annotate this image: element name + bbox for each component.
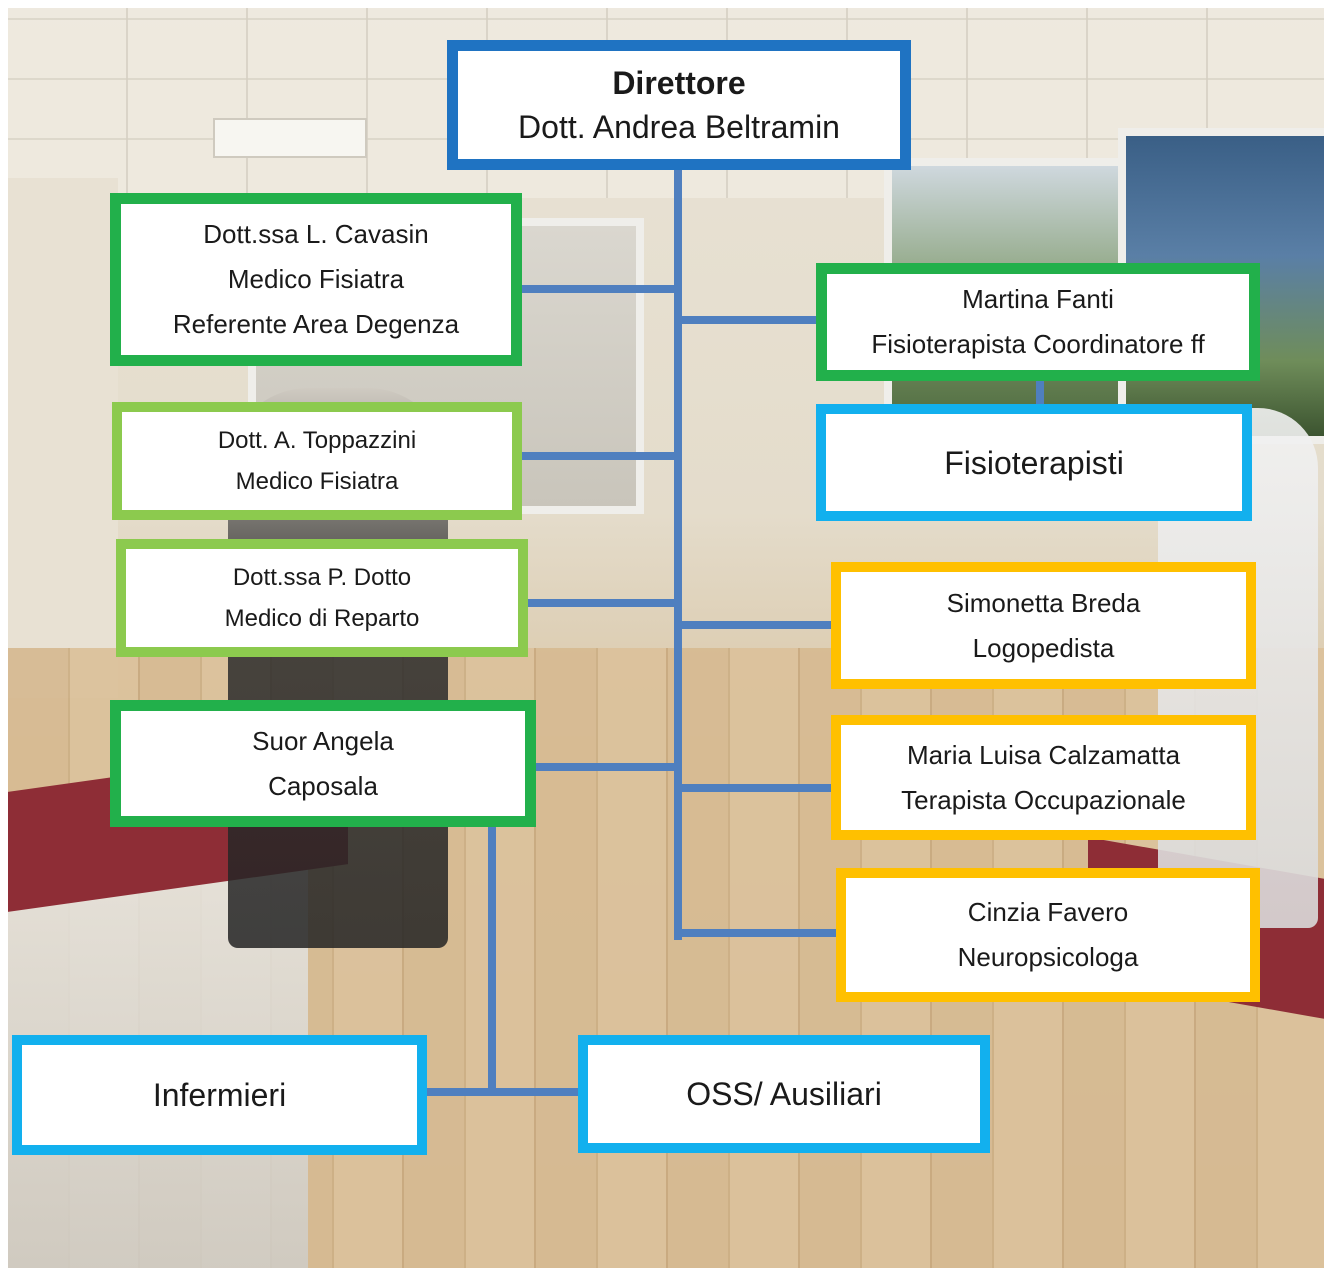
staff-name: Dott.ssa L. Cavasin bbox=[203, 219, 429, 249]
staff-name: Dott.ssa P. Dotto bbox=[232, 564, 412, 591]
director-title: Direttore bbox=[612, 65, 746, 101]
staff-name: Dott. A. Toppazzini bbox=[217, 427, 417, 454]
connector-coordinator-team bbox=[1036, 375, 1044, 407]
connector-left-4 bbox=[524, 763, 676, 771]
staff-name: Simonetta Breda bbox=[946, 587, 1141, 618]
connector-caposala-down bbox=[488, 822, 496, 1092]
staff-box-dotto: Dott.ssa P. Dotto Medico di Reparto bbox=[116, 539, 528, 657]
connector-left-3 bbox=[526, 599, 676, 607]
team-label: Fisioterapisti bbox=[944, 444, 1124, 481]
connector-right-5 bbox=[680, 929, 838, 937]
staff-role-extra: Referente Area Degenza bbox=[172, 309, 460, 339]
ceiling-light bbox=[213, 118, 367, 158]
staff-role: Neuropsicologa bbox=[957, 942, 1139, 972]
connector-left-2 bbox=[520, 452, 676, 460]
staff-role: Fisioterapista Coordinatore ff bbox=[871, 329, 1205, 359]
staff-box-suor-angela: Suor Angela Caposala bbox=[110, 700, 536, 827]
director-name: Dott. Andrea Beltramin bbox=[518, 109, 840, 145]
staff-name: Suor Angela bbox=[252, 725, 394, 756]
team-box-oss-ausiliari: OSS/ Ausiliari bbox=[578, 1035, 990, 1153]
staff-role: Medico di Reparto bbox=[224, 605, 420, 632]
connector-bottom bbox=[418, 1088, 584, 1096]
staff-role: Logopedista bbox=[972, 632, 1115, 663]
director-box: Direttore Dott. Andrea Beltramin bbox=[447, 40, 911, 170]
staff-role: Medico Fisiatra bbox=[235, 468, 399, 495]
staff-name: Cinzia Favero bbox=[967, 897, 1129, 927]
team-label: OSS/ Ausiliari bbox=[686, 1076, 882, 1112]
team-box-fisioterapisti: Fisioterapisti bbox=[816, 404, 1252, 521]
team-label: Infermieri bbox=[152, 1077, 287, 1113]
team-box-infermieri: Infermieri bbox=[12, 1035, 427, 1155]
connector-right-4 bbox=[680, 784, 832, 792]
connector-trunk bbox=[674, 165, 682, 940]
left-wall bbox=[8, 178, 118, 698]
connector-left-1 bbox=[520, 285, 676, 293]
staff-box-cavasin: Dott.ssa L. Cavasin Medico Fisiatra Refe… bbox=[110, 193, 522, 366]
staff-box-calzamatta: Maria Luisa Calzamatta Terapista Occupaz… bbox=[831, 715, 1256, 840]
staff-box-toppazzini: Dott. A. Toppazzini Medico Fisiatra bbox=[112, 402, 522, 520]
staff-name: Maria Luisa Calzamatta bbox=[906, 739, 1181, 770]
connector-right-3 bbox=[680, 621, 832, 629]
staff-role: Medico Fisiatra bbox=[227, 264, 405, 294]
staff-box-favero: Cinzia Favero Neuropsicologa bbox=[836, 868, 1260, 1002]
connector-right-1 bbox=[680, 316, 818, 324]
background-photo bbox=[8, 8, 1324, 1268]
staff-box-breda: Simonetta Breda Logopedista bbox=[831, 562, 1256, 689]
staff-box-fanti: Martina Fanti Fisioterapista Coordinator… bbox=[816, 263, 1260, 381]
staff-name: Martina Fanti bbox=[962, 284, 1114, 314]
staff-role: Caposala bbox=[268, 770, 378, 801]
staff-role: Terapista Occupazionale bbox=[901, 784, 1186, 815]
